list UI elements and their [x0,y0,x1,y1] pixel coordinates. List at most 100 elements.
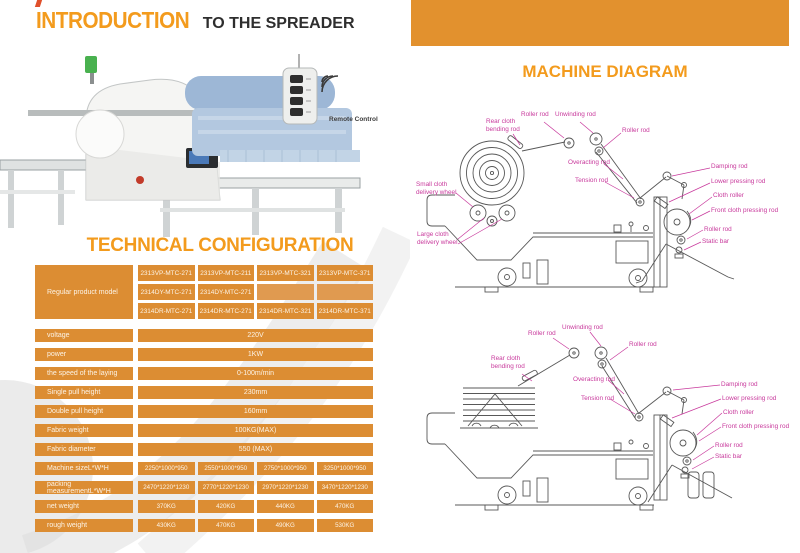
model-cell-empty [316,284,373,300]
row-value: 2550*1000*950 [197,462,254,475]
diagram-label: Overacting rod [568,159,610,166]
tech-config-title: TECHNICAL CONFIGURATION [86,235,354,256]
row-value: 230mm [138,386,373,399]
row-label: packing measurementL*W*H [35,481,133,495]
row-value: 470KG [316,500,373,513]
diagram-label: Lower pressing rod [722,395,777,402]
right-page: MACHINE DIAGRAM [410,0,800,553]
row-value: 440KG [257,500,314,513]
row-value: 100KG(MAX) [138,424,373,437]
model-cell: 2314DR-MTC-321 [257,303,314,319]
signal-light-icon [85,56,97,73]
diagram-label: Roller rod [528,330,556,337]
row-value: 2470*1220*1230 [138,481,195,494]
intro-header: INTRODUCTION TO THE SPREADER [36,7,355,34]
table-row: net weight 370KG 420KG 440KG 470KG [35,500,373,513]
row-label: Fabric diameter [35,443,133,456]
remote-control [282,54,339,125]
table-row: voltage 220V [35,329,373,342]
model-cell: 2314DR-MTC-371 [316,303,373,319]
row-value: 420KG [197,500,254,513]
row-label: Single pull height [35,386,133,399]
table-row: the speed of the laying 0-100m/min [35,367,373,380]
row-label: power [35,348,133,361]
diagram-label: Rear cloth bending rod [491,355,525,370]
spreader-machine-photo [0,54,361,237]
row-value: 430KG [138,519,195,532]
machine-body [28,56,221,201]
spec-table: Regular product model 2313VP-MTC-271 231… [35,265,373,538]
diagram-label: Roller rod [622,127,650,134]
row-value: 470KG [197,519,254,532]
diagram-label: Damping rod [711,163,748,170]
row-value: 0-100m/min [138,367,373,380]
table-row: Machine sizeL*W*H 2250*1000*950 2550*100… [35,462,373,475]
row-value: 2250*1000*950 [138,462,195,475]
row-label: Fabric weight [35,424,133,437]
diagram-label: Rear cloth bending rod [486,118,520,133]
row-label: Machine sizeL*W*H [35,462,133,475]
model-grid: 2313VP-MTC-271 2313VP-MTC-211 2313VP-MTC… [138,265,373,319]
intro-title-rest: TO THE SPREADER [202,15,355,32]
row-value: 530KG [316,519,373,532]
row-value: 3250*1000*950 [316,462,373,475]
row-label: voltage [35,329,133,342]
diagram-label: Lower pressing rod [711,178,766,185]
diagram-label: Large cloth delivery wheel [417,231,458,246]
diagram-label: Roller rod [629,341,657,348]
table-row: Fabric weight 100KG(MAX) [35,424,373,437]
model-cell: 2313VP-MTC-371 [316,265,373,281]
diagram-label: Overacting rod [573,376,615,383]
diagram-label: Tension rod [581,395,615,402]
diagram-label: Cloth roller [723,409,754,416]
model-cell: 2313VP-MTC-271 [138,265,195,281]
table-row: Double pull height 160mm [35,405,373,418]
left-page: INTRODUCTION TO THE SPREADER [0,0,410,553]
wireless-signal-icon [321,75,339,93]
row-label: Regular product model [35,265,133,319]
model-cell-empty [257,284,314,300]
orange-banner [411,0,789,46]
table-row: power 1KW [35,348,373,361]
emergency-button-icon [136,176,144,184]
diagram-label: Small cloth delivery wheel [416,181,457,196]
diagram-label: Tension rod [575,177,609,184]
table-row: packing measurementL*W*H 2470*1220*1230 … [35,481,373,495]
diagram-label: Static bar [702,238,729,245]
row-value: 2770*1220*1230 [197,481,254,494]
diagram-label: Cloth roller [713,192,744,199]
row-value: 3470*1220*1230 [316,481,373,494]
diagram-label: Front cloth pressing rod [711,207,779,214]
model-cell: 2314DR-MTC-271 [197,303,254,319]
row-value: 2750*1000*950 [257,462,314,475]
row-label: the speed of the laying [35,367,133,380]
diagram-label: Unwinding rod [562,324,603,331]
row-label: net weight [35,500,133,513]
model-cell: 2313VP-MTC-211 [197,265,254,281]
diagram-label: Front cloth pressing rod [722,423,790,430]
table-row: Single pull height 230mm [35,386,373,399]
diagram-label: Roller rod [704,226,732,233]
diagram-label: Unwinding rod [555,111,596,118]
row-value: 160mm [138,405,373,418]
row-value: 220V [138,329,373,342]
machine-diagram-flat [426,331,733,511]
row-label: rough weight [35,519,133,532]
row-value: 370KG [138,500,195,513]
diagram-label: Roller rod [521,111,549,118]
model-cell: 2314DY-MTC-271 [138,284,195,300]
diagram-label: Damping rod [721,381,758,388]
machine-diagram-roll [426,121,735,293]
diagram-label: Static bar [715,453,742,460]
row-value: 2970*1220*1230 [257,481,314,494]
machine-diagram-title: MACHINE DIAGRAM [522,62,688,81]
model-cell: 2314DY-MTC-271 [197,284,254,300]
model-cell: 2313VP-MTC-321 [257,265,314,281]
table-row: Regular product model 2313VP-MTC-271 231… [35,265,373,319]
diagram-label: Roller rod [715,442,743,449]
row-value: 490KG [257,519,314,532]
row-value: 550 (MAX) [138,443,373,456]
row-label: Double pull height [35,405,133,418]
table-row: rough weight 430KG 470KG 490KG 530KG [35,519,373,532]
